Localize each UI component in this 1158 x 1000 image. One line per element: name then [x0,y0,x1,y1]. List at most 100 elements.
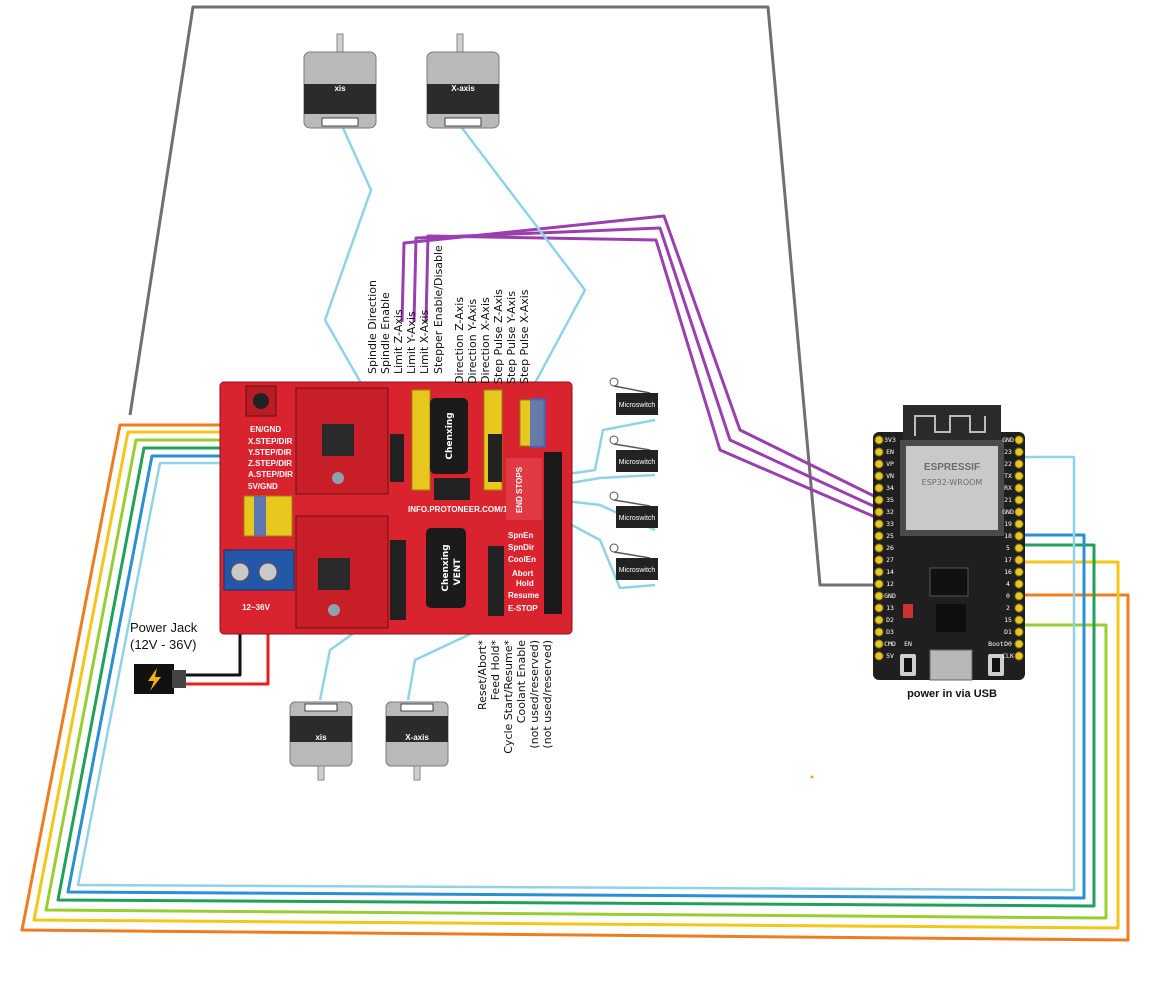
voltage-label: 12~36V [242,603,270,612]
esp32-pin-label: 2 [1006,604,1010,612]
esp32-brand: ESPRESSIF [924,462,980,473]
capacitor-brand: Chenxing [445,412,455,459]
esp32-pin-label: CLK [1002,652,1014,660]
pin-label-limit-y: Limit Y-Axis [405,311,418,374]
motor-label: xis [315,733,327,742]
esp32-pin [874,567,884,577]
esp32-pin-label: 25 [886,532,894,540]
limit-wire-y [412,226,883,512]
esp32-left-pin-row: 3V3ENVPVN343532332526271412GND13D2D3CMD5… [874,435,896,661]
signal-wire-green [56,446,1096,908]
pin-label-spindle-direction: Spindle Direction [366,280,379,374]
header-label-resume: Resume [508,591,540,600]
header-label-hold: Hold [516,579,534,588]
signal-wire-yellow [32,430,1120,930]
pin-label-dir-y: Direction Y-Axis [466,299,479,384]
pin-label-coolant: Coolant Enable [515,640,528,723]
pin-label-reserved-1: (not used/reserved) [528,640,541,749]
esp32-pin-label: 27 [886,556,894,564]
esp32-pin [1014,591,1024,601]
motor-label: X-axis [405,733,429,742]
esp32-pin-label: GND [1002,508,1014,516]
esp32-pin [874,459,884,469]
esp32-pin [1014,471,1024,481]
esp32-pin-label: 0 [1006,592,1010,600]
microswitch-2: Microswitch [609,435,658,472]
esp32-pin-label: 33 [886,520,894,528]
esp32-module-name: ESP32-WROOM [922,478,983,487]
power-jack-range: (12V - 36V) [130,637,196,652]
usb-caption: power in via USB [907,688,997,700]
esp32-pin [874,483,884,493]
cnc-shield: Chenxing Chenxing VENT INFO.PROTONEER.CO… [219,381,573,635]
microswitch-label: Microswitch [619,402,656,409]
signal-wire-cyan [76,455,1076,892]
microswitch-1: Microswitch [609,377,658,415]
esp32-pin [1014,579,1024,589]
esp32-pin-label: 35 [886,496,894,504]
esp32-pin [1014,507,1024,517]
esp32-pin [874,447,884,457]
esp32-pin [1014,555,1024,565]
endstops-label: END STOPS [515,466,524,513]
esp32-pin [874,531,884,541]
esp32-pin-label: 22 [1004,460,1012,468]
capacitor-sub: VENT [453,558,463,586]
esp32-pin [874,627,884,637]
esp32-pin-label: GND [1002,436,1014,444]
stepper-motor-bottom-left: xis [289,701,353,781]
limit-wire-z [400,214,883,502]
pin-label-limit-x: Limit X-Axis [418,309,431,374]
stray-dot [810,775,814,779]
header-label-coolen: CoolEn [508,555,536,564]
esp32-pin [874,519,884,529]
esp32-pin [1014,651,1024,661]
esp32-pin [1014,567,1024,577]
esp32-pin [874,471,884,481]
microswitch-4: Microswitch [609,543,658,580]
lightning-icon [148,668,161,691]
shield-url: INFO.PROTONEER.COM/1 [408,505,508,514]
esp32-pin-label: 3V3 [884,436,896,444]
power-jack-label: Power Jack [130,620,198,635]
esp32-pin-label: 17 [1004,556,1012,564]
esp32-pin [874,555,884,565]
esp32-pin [1014,483,1024,493]
esp32-pin-label: D2 [886,616,894,624]
signal-wire-lime [44,438,1108,920]
esp32-pin-label: 5 [1006,544,1010,552]
esp32-pin-label: 21 [1004,496,1012,504]
header-label-a: A.STEP/DIR [248,470,293,479]
esp32-pin [1014,543,1024,553]
esp32-pin-label: 13 [886,604,894,612]
esp32-pin [1014,531,1024,541]
capacitor-bottom [426,528,466,608]
header-label-en-gnd: EN/GND [250,425,281,434]
pin-label-dir-z: Direction Z-Axis [453,297,466,384]
motor-label: X-axis [451,84,475,93]
esp32-pin-label: 19 [1004,520,1012,528]
pin-label-cycle-start: Cycle Start/Resume* [502,640,515,754]
esp32-pin-label: 34 [886,484,894,492]
esp32-pin-label: 16 [1004,568,1012,576]
microswitch-label: Microswitch [619,459,656,466]
esp32-pin-label: GND [884,592,896,600]
esp32-pin-label: 5V [886,652,894,660]
header-label-spndir: SpnDir [508,543,534,552]
shield-top-labels: Spindle Direction Spindle Enable Limit Z… [366,245,531,384]
esp32-pin-label: 18 [1004,532,1012,540]
esp32-pin [874,579,884,589]
esp32-pin-label: 12 [886,580,894,588]
antenna-area [903,405,1001,445]
header-label-estop: E-STOP [508,604,538,613]
microswitch-label: Microswitch [619,515,656,522]
power-jack: Power Jack (12V - 36V) [130,620,198,694]
esp32-pin-label: 32 [886,508,894,516]
esp32-pin-label: TX [1004,472,1012,480]
esp32-pin [1014,615,1024,625]
driver-header-z [411,389,431,491]
esp32-pin [1014,639,1024,649]
esp32-pin [1014,627,1024,637]
header-label-z: Z.STEP/DIR [248,459,292,468]
